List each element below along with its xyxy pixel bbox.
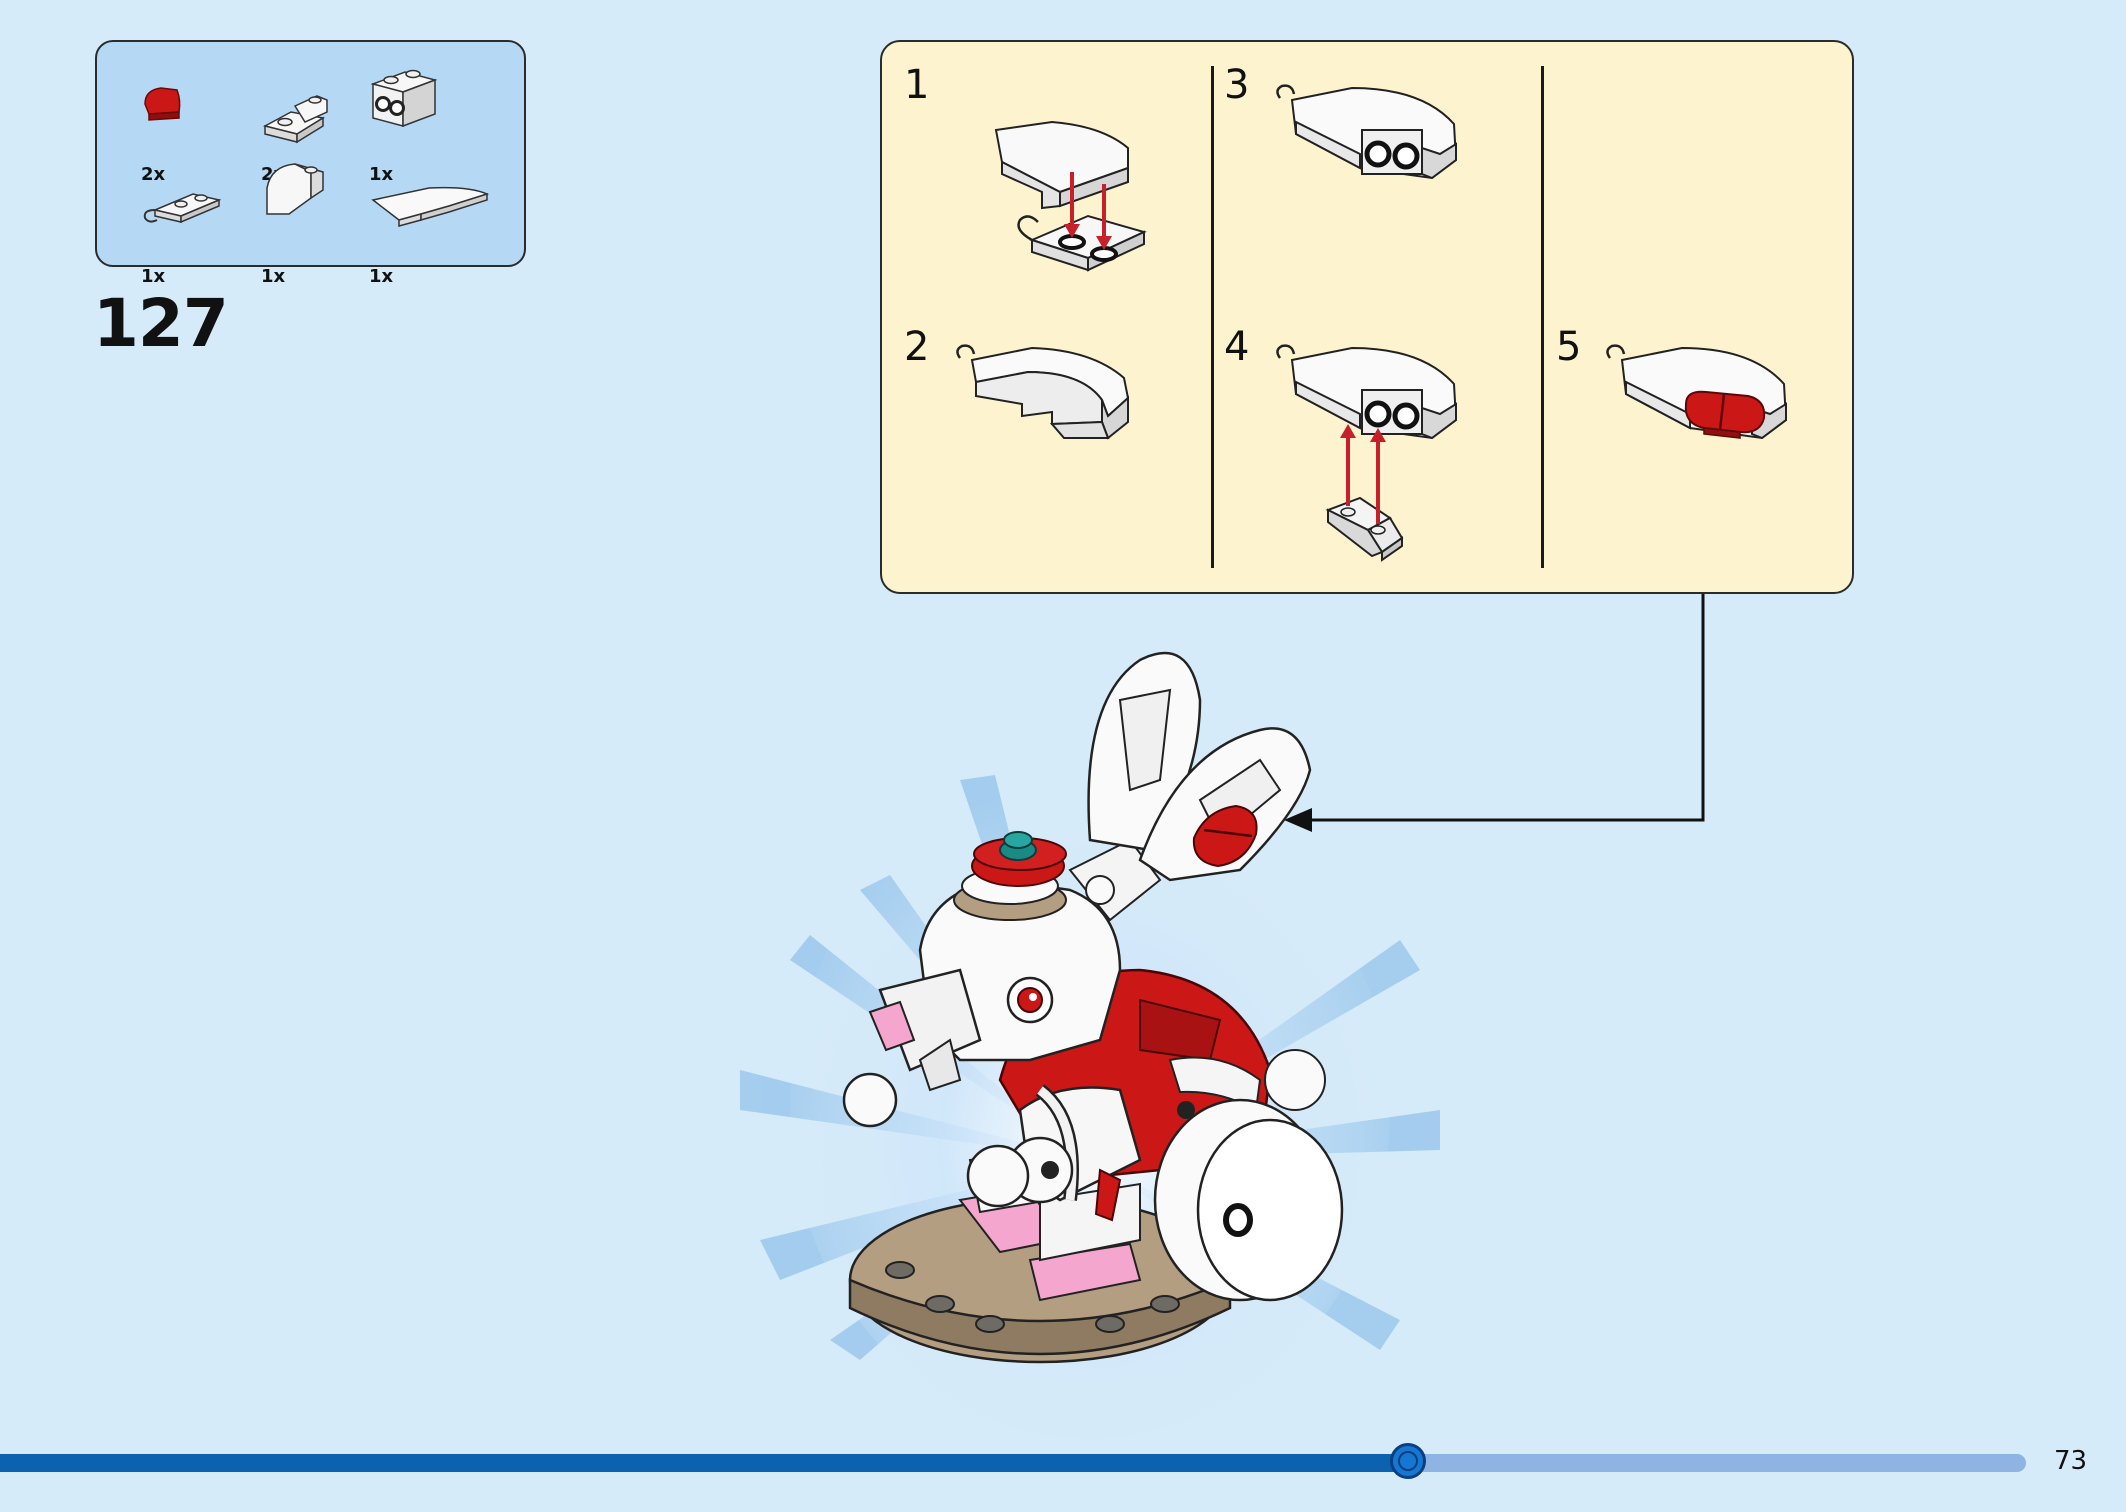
parts-list-item: 1x [141,180,251,287]
progress-bar [0,1443,2026,1479]
callout-divider [1541,66,1544,568]
sub-step-2-illustration [956,344,1130,440]
sub-step-label: 3 [1224,62,1250,108]
sub-step-4-illustration [1276,344,1458,562]
part-quantity: 1x [261,266,286,287]
sub-step-label: 4 [1224,324,1250,370]
red-curved-slope-icon [144,87,181,121]
jumper-plate-icon [262,95,328,144]
parts-list-item: 2x [141,82,251,185]
page-number: 73 [2054,1446,2088,1476]
main-model-illustration [740,651,1440,1440]
sub-assembly-callout: 1 2 3 4 5 [880,40,1854,594]
callout-divider [1211,66,1214,568]
sub-step-label: 1 [904,62,930,108]
parts-list-item: 2x [261,82,371,185]
sub-step-5-illustration [1606,344,1788,440]
sub-step-label: 5 [1556,324,1582,370]
parts-list-item: 1x [261,160,371,287]
sub-step-3-illustration [1276,84,1458,180]
sub-step-1-illustration [994,120,1147,272]
progress-marker [1390,1443,1426,1479]
parts-list-box: 2x 2x 1x [95,40,526,287]
parts-list-item: 1x [369,60,479,185]
part-quantity: 1x [141,266,166,287]
part-quantity: 1x [369,164,394,185]
long-curved-slope-icon [371,186,490,227]
progress-bar-fill [0,1454,1408,1472]
plate-with-clip-icon [143,193,222,224]
sub-step-label: 2 [904,324,930,370]
curved-slope-icon [266,163,324,215]
parts-list-item: 1x [369,180,499,287]
brick-with-studs-on-side-icon [370,69,438,128]
part-quantity: 2x [141,164,166,185]
part-quantity: 1x [369,266,394,287]
step-number: 127 [93,285,229,362]
